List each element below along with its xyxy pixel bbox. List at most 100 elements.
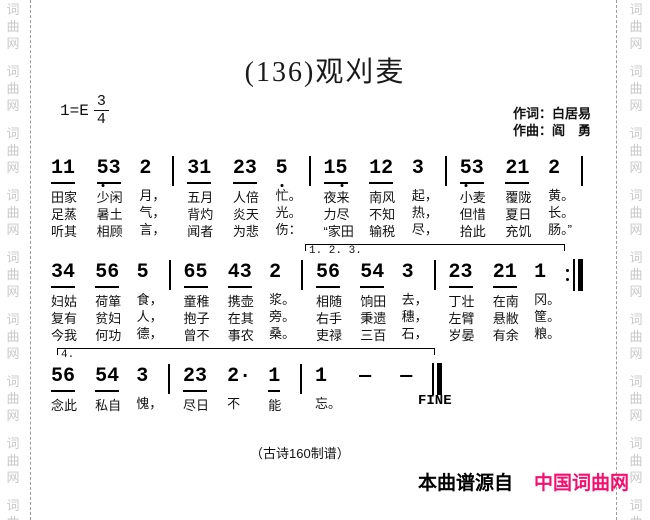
note: 2 [139, 158, 151, 182]
lyric: “家田 [323, 224, 354, 239]
watermark-column-right: 词曲网词曲网词曲网词曲网词曲网词曲网词曲网词曲网词曲网 [626, 3, 646, 520]
lyric: 长。 [548, 205, 575, 220]
note-digit: 1 [199, 157, 212, 180]
lyric: 光。 [275, 205, 302, 220]
watermark-char: 网 [6, 284, 20, 299]
lyric: 左臂 [448, 311, 475, 326]
note-digit: 3 [195, 365, 208, 388]
barline [172, 156, 175, 186]
note-digit: 5 [316, 261, 329, 284]
time-numerator: 3 [96, 93, 106, 110]
lyric: 足蒸 [51, 207, 78, 222]
lyric: 饷田 [360, 294, 387, 309]
lyric: 相顾 [96, 224, 123, 239]
watermark-char: 网 [629, 408, 643, 423]
lyric: 背灼 [187, 207, 214, 222]
lyric: 输税 [369, 224, 396, 239]
note: 1 [315, 366, 327, 390]
lyric: 事农 [227, 328, 254, 343]
lyric: 炎天 [232, 207, 259, 222]
composer-credit: 作曲：阎 勇 [513, 123, 592, 138]
lyric: 丁壮 [448, 294, 475, 309]
volta-label: 1. 2. 3. [309, 246, 365, 257]
right-dashed-border [616, 0, 617, 520]
note-digit: 4 [107, 365, 120, 388]
lyric: 热， [411, 205, 438, 220]
watermark-char: 词 [629, 250, 643, 265]
credits-block: 作词：白居易 作曲：阎 勇 [513, 105, 591, 139]
note-digit: 1 [315, 365, 328, 388]
watermark-char: 词 [629, 126, 643, 141]
lyric: 听其 [51, 224, 78, 239]
lyric: 三百 [360, 328, 387, 343]
lyric: 妇姑 [51, 294, 78, 309]
watermark-char: 词 [629, 374, 643, 389]
watermark-char: 词 [629, 3, 643, 17]
fine-label: FINE [418, 393, 452, 409]
lyric: 人， [136, 309, 163, 324]
note-digit: 5 [51, 365, 64, 388]
lyric: 少闲 [96, 190, 123, 205]
lyric: 念此 [51, 398, 78, 413]
watermark-char: 网 [629, 98, 643, 113]
lyric: 夜来 [323, 190, 350, 205]
barline [168, 260, 171, 290]
lyric: 能 [268, 398, 282, 413]
lyric: 石， [401, 326, 428, 341]
note-digit: 6 [107, 261, 120, 284]
watermark-char: 词 [629, 312, 643, 327]
barline [433, 260, 436, 290]
watermark-group: 词曲网 [6, 65, 19, 112]
watermark-char: 词 [6, 126, 20, 141]
lyric: 拾此 [459, 224, 486, 239]
lyric: 但惜 [459, 207, 486, 222]
lyric: 德， [136, 326, 163, 341]
note-digit: 5 [195, 261, 208, 284]
note: 2· [227, 366, 251, 390]
watermark-char: 词 [629, 188, 643, 203]
note-digit: 1 [534, 261, 547, 284]
note-digit-low-octave: 5 [96, 157, 109, 180]
watermark-char: 曲 [6, 81, 20, 96]
lyric: 伤： [275, 222, 302, 237]
watermark-group: 词曲网 [629, 3, 642, 50]
lyric: 今我 [51, 328, 78, 343]
lyric: 覆陇 [505, 190, 532, 205]
song-title: (136)观刈麦 [244, 57, 406, 88]
lyric: 南风 [369, 190, 396, 205]
watermark-char: 词 [6, 250, 20, 265]
lyric: 气， [139, 205, 166, 220]
lyric: 尽， [411, 222, 438, 237]
watermark-char: 词 [629, 436, 643, 451]
note: 5 [276, 158, 288, 182]
lyric: 闻者 [187, 224, 214, 239]
repeat-dots [566, 269, 569, 281]
watermark-char: 曲 [629, 329, 643, 344]
